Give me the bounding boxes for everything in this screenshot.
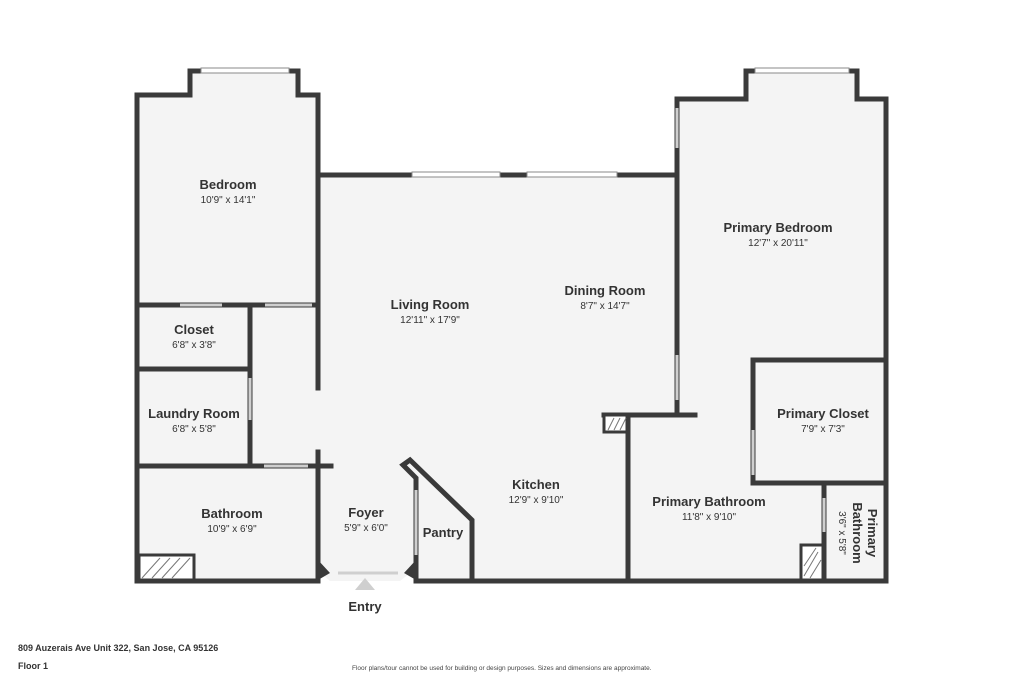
windows <box>200 67 850 178</box>
primary-bedroom-window <box>754 67 850 74</box>
living-room-name: Living Room <box>391 297 470 312</box>
door-openings <box>180 108 826 575</box>
primary-bathroom-dims: 11'8" x 9'10" <box>682 512 737 523</box>
kitchen-dims: 12'9" x 9'10" <box>509 495 564 506</box>
primary-bathroom-name: Primary Bathroom <box>652 494 765 509</box>
room-fills <box>137 71 886 581</box>
room-labels: Bedroom 10'9" x 14'1" Closet 6'8" x 3'8"… <box>148 177 880 564</box>
living-window <box>411 171 501 178</box>
foyer-name: Foyer <box>348 505 383 520</box>
dining-room-dims: 8'7" x 14'7" <box>580 301 630 312</box>
dining-window <box>526 171 618 178</box>
foyer-dims: 5'9" x 6'0" <box>344 523 388 534</box>
bedroom-window <box>200 67 290 74</box>
primary-bathroom-small-label: Primary Bathroom 3'6" x 5'8" <box>836 502 880 563</box>
primary-bedroom-name: Primary Bedroom <box>723 220 832 235</box>
laundry-name: Laundry Room <box>148 406 240 421</box>
bedroom-name: Bedroom <box>199 177 256 192</box>
kitchen-name: Kitchen <box>512 477 560 492</box>
closet-dims: 6'8" x 3'8" <box>172 340 216 351</box>
bedroom-dims: 10'9" x 14'1" <box>201 195 256 206</box>
living-room-dims: 12'11" x 17'9" <box>400 315 460 326</box>
entry-label: Entry <box>348 599 382 614</box>
laundry-dims: 6'8" x 5'8" <box>172 424 216 435</box>
bathroom-name: Bathroom <box>201 506 262 521</box>
foyer-corner-left <box>318 560 330 580</box>
floor-label: Floor 1 <box>18 661 49 671</box>
bathroom-fixture <box>137 553 196 582</box>
foyer-corner-right <box>404 560 416 580</box>
fixtures <box>137 413 825 582</box>
primary-bathroom-small-dims: 3'6" x 5'8" <box>836 511 847 555</box>
primary-bathroom-small-name-1: Primary <box>865 509 880 558</box>
primary-closet-dims: 7'9" x 7'3" <box>801 424 845 435</box>
entry-arrow-icon <box>355 578 375 590</box>
address-text: 809 Auzerais Ave Unit 322, San Jose, CA … <box>18 643 219 653</box>
disclaimer-text: Floor plans/tour cannot be used for buil… <box>352 665 652 672</box>
pantry-name: Pantry <box>423 525 464 540</box>
primary-bathroom-small-name-2: Bathroom <box>850 502 865 563</box>
bathroom-dims: 10'9" x 6'9" <box>207 524 257 535</box>
closet-name: Closet <box>174 322 214 337</box>
primary-bedroom-dims: 12'7" x 20'11" <box>748 238 808 249</box>
primary-closet-name: Primary Closet <box>777 406 869 421</box>
dining-room-name: Dining Room <box>565 283 646 298</box>
